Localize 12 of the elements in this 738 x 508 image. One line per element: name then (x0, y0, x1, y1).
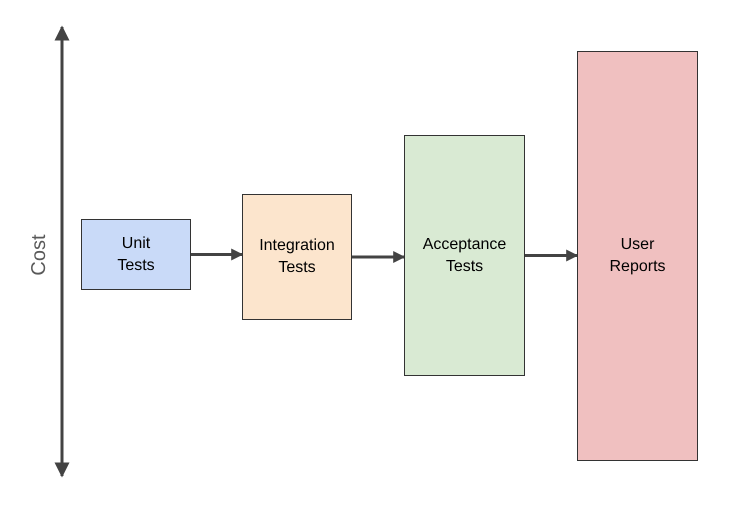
arrow (525, 250, 578, 262)
process-box (577, 51, 698, 461)
process-box (404, 135, 525, 376)
process-box (242, 194, 352, 320)
box-label: Integration Tests (258, 236, 336, 278)
process-box (81, 219, 191, 290)
box-label: Acceptance Tests (422, 234, 508, 276)
box-label: User Reports (608, 235, 667, 277)
arrow (191, 248, 244, 260)
axis-label: Cost (27, 233, 51, 278)
box-label: Unit Tests (116, 234, 156, 276)
arrow (352, 251, 406, 263)
